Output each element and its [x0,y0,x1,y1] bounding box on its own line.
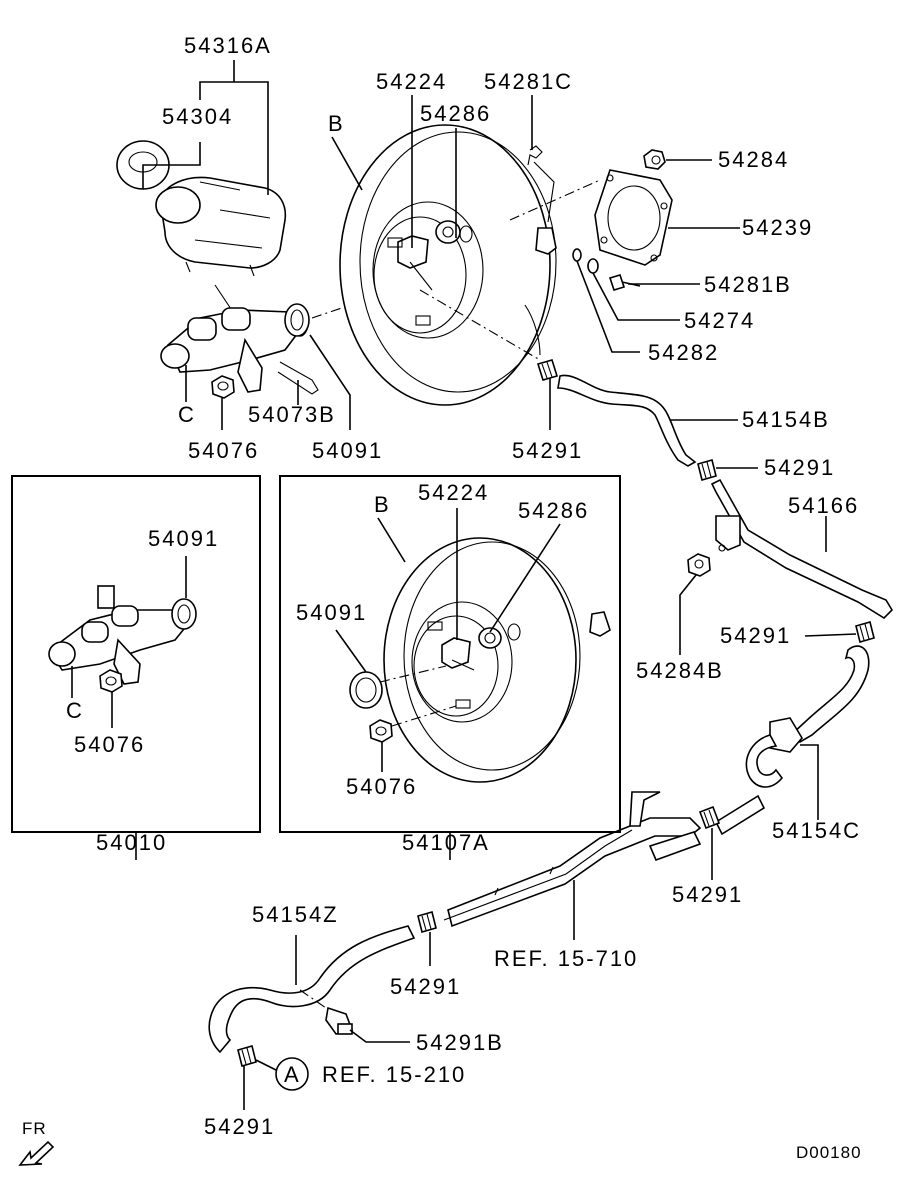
nut-54076-mid[interactable] [369,719,393,743]
label-54291B: 54291B [416,1030,504,1055]
clamp-54291-a[interactable] [536,359,559,381]
label-54154B: 54154B [742,407,830,432]
check-valve-54291B[interactable] [325,1006,354,1035]
label-b-top: B [328,111,345,136]
label-54239: 54239 [742,215,813,240]
bolt-54281B[interactable] [608,274,641,291]
label-54291-c: 54291 [720,623,791,648]
seal-54091-mid[interactable] [349,671,383,709]
label-54091-mid: 54091 [296,600,367,625]
gasket-54239[interactable] [594,169,673,266]
reservoir-assembly[interactable] [116,140,287,277]
label-54286-mid: 54286 [518,498,589,523]
front-direction-arrow-icon [18,1140,55,1166]
leader-54304 [142,142,201,189]
label-54091-top: 54091 [312,438,383,463]
brake-booster-top[interactable] [339,124,557,406]
label-54076-top: 54076 [188,438,259,463]
label-54076-left: 54076 [74,732,145,757]
label-ref-15-210: REF. 15-210 [322,1062,466,1087]
nut-54284[interactable] [643,149,666,170]
label-54304: 54304 [162,104,233,129]
leader-54154C [800,744,819,820]
diagram-id: D00180 [796,1143,862,1162]
leader-b-top [331,136,363,191]
label-54091-left: 54091 [148,526,219,551]
label-54291-b: 54291 [764,455,835,480]
label-54284B: 54284B [636,658,724,683]
label-54291-a: 54291 [512,438,583,463]
label-circle-a: A [284,1062,301,1087]
leader-54286-mid [489,523,561,633]
reference-circle-a [275,1057,309,1091]
hose-54154Z[interactable] [208,925,416,1054]
leader-b-mid [377,517,406,563]
label-b-mid: B [374,492,391,517]
hose-54154C[interactable] [714,645,870,836]
label-54073B: 54073B [248,402,336,427]
label-54286-top: 54286 [420,101,491,126]
master-cylinder-kit[interactable] [48,585,190,685]
label-54284: 54284 [718,147,789,172]
seal-54091-left[interactable] [171,598,197,630]
nut-54284B[interactable] [687,553,711,577]
clamp-54291-f[interactable] [237,1045,257,1067]
leader-54091-top [309,334,351,430]
label-54274: 54274 [684,308,755,333]
label-54281B: 54281B [704,272,792,297]
hose-54154B[interactable] [557,374,697,467]
seal-54091-top[interactable] [284,303,310,337]
nut-54076-top[interactable] [211,375,235,399]
label-54282: 54282 [648,340,719,365]
label-54166: 54166 [788,493,859,518]
label-54291-f: 54291 [204,1114,275,1139]
clamp-54291-b[interactable] [697,459,717,481]
clamp-54291-c[interactable] [855,621,875,643]
label-54154Z: 54154Z [252,902,339,927]
label-fr: FR [22,1119,47,1138]
label-c-top: C [178,402,196,427]
leader-54284B [679,574,697,655]
label-54010: 54010 [96,830,167,855]
label-54107A: 54107A [402,830,490,855]
label-54281C: 54281C [484,69,573,94]
label-54076-mid: 54076 [346,774,417,799]
clip-54281C[interactable] [527,145,543,166]
leader-54291B [349,1029,410,1043]
label-c-left: C [66,698,84,723]
clamp-54291-d[interactable] [698,805,721,830]
leader-54091-mid [335,629,367,673]
label-54316A: 54316A [184,33,272,58]
label-54224-mid: 54224 [418,480,489,505]
brake-booster-kit[interactable] [383,537,611,783]
leader-54291-c [804,633,857,637]
washer-54274[interactable] [587,258,599,274]
label-54291-e: 54291 [390,974,461,999]
leader-54274 [592,272,680,321]
intake-pipe-ref-15-710[interactable] [443,791,702,928]
label-54224-top: 54224 [376,69,447,94]
leader-54282 [576,260,640,353]
label-ref-15-710: REF. 15-710 [494,946,638,971]
label-54154C: 54154C [772,818,861,843]
pipe-54166[interactable] [710,478,894,620]
label-54291-d: 54291 [672,882,743,907]
washer-54282[interactable] [572,248,582,262]
clamp-54291-e[interactable] [417,911,437,933]
nut-54076-left[interactable] [99,669,123,693]
